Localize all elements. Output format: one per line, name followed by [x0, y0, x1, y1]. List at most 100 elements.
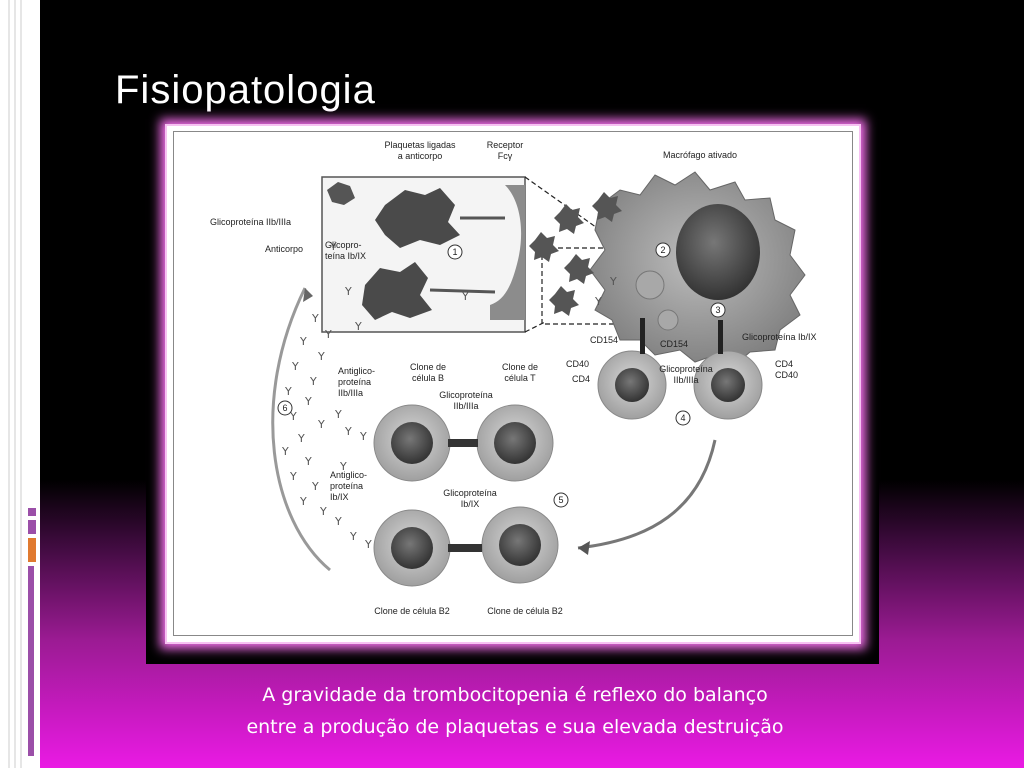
- label-glico-ibix-2: teína Ib/IX: [325, 251, 366, 261]
- label-clone-t-2: célula T: [504, 373, 536, 383]
- svg-text:Y: Y: [281, 445, 289, 458]
- slide-title: Fisiopatologia: [115, 68, 376, 112]
- label-plaquetas-ligadas: Plaquetas ligadas: [384, 140, 456, 150]
- svg-text:Y: Y: [289, 470, 297, 483]
- svg-text:Y: Y: [317, 418, 325, 431]
- svg-text:Y: Y: [289, 410, 297, 423]
- platelet-shape: [327, 182, 355, 205]
- label-clone-b: Clone de: [410, 362, 446, 372]
- svg-text:Y: Y: [311, 312, 319, 325]
- deco-bar-purple: [28, 520, 36, 534]
- svg-text:Y: Y: [284, 385, 292, 398]
- antibody-cluster: YYY YYY YYY YYY YYY YYY YYY YYY YYY YYY: [281, 240, 617, 551]
- receptor-membrane: [490, 185, 525, 320]
- label-glico-ibix-right: Glicoproteína Ib/IX: [742, 332, 817, 342]
- label-glico-iibiiia: Glicoproteína IIb/IIIa: [210, 217, 291, 227]
- phagosome: [635, 270, 665, 300]
- step-marker: [710, 302, 726, 318]
- label-cd154: CD154: [590, 335, 618, 345]
- cd154-link: [718, 320, 723, 354]
- label-glico-ibix: Glicopro-: [325, 240, 362, 250]
- label-cd40: CD40: [775, 370, 798, 380]
- step-marker: [655, 242, 671, 258]
- svg-text:Y: Y: [609, 275, 617, 288]
- t-cell-nucleus: [615, 368, 649, 402]
- svg-text:Y: Y: [324, 328, 332, 341]
- label-cd4: CD4: [775, 359, 793, 369]
- svg-text:Y: Y: [364, 538, 372, 551]
- step-number: 4: [680, 413, 685, 423]
- svg-text:Y: Y: [304, 395, 312, 408]
- t-cell-nucleus: [494, 422, 536, 464]
- label-antiglico-b-3: Ib/IX: [330, 492, 349, 502]
- platelet-shape: [375, 188, 460, 248]
- label-antiglico-a: Antiglico-: [338, 366, 375, 376]
- label-antiglico-a-2: proteína: [338, 377, 371, 387]
- label-clone-b2-right: Clone de célula B2: [487, 606, 563, 616]
- svg-text:Y: Y: [311, 480, 319, 493]
- svg-text:Y: Y: [334, 408, 342, 421]
- svg-text:Y: Y: [354, 320, 362, 333]
- deco-bar-orange: [28, 538, 36, 562]
- svg-text:Y: Y: [291, 360, 299, 373]
- label-clone-b2-left: Clone de célula B2: [374, 606, 450, 616]
- label-glico-iibiiia-cells: Glicoproteína: [439, 390, 493, 400]
- step-number: 6: [282, 403, 287, 413]
- label-clone-b-2: célula B: [412, 373, 444, 383]
- platelet-shape: [362, 262, 432, 320]
- margin-line: [20, 0, 22, 768]
- label-glico-ibix-cells: Glicoproteína: [443, 488, 497, 498]
- svg-text:Y: Y: [344, 285, 352, 298]
- svg-text:Y: Y: [297, 432, 305, 445]
- margin-line: [14, 0, 16, 768]
- step-marker: [675, 410, 691, 426]
- svg-text:Y: Y: [594, 295, 602, 308]
- caption-line-2: entre a produção de plaquetas e sua elev…: [246, 716, 784, 738]
- deco-bar-purple: [28, 508, 36, 516]
- synapse-link: [448, 544, 482, 552]
- label-clone-t: Clone de: [502, 362, 538, 372]
- step-number: 2: [660, 245, 665, 255]
- label-receptor: Receptor: [487, 140, 524, 150]
- platelet-group: [529, 192, 622, 316]
- label-glico-iibiiia-mid: Glicoproteína: [659, 364, 713, 374]
- deco-bar-purple-long: [28, 566, 34, 756]
- svg-text:Y: Y: [317, 350, 325, 363]
- step-marker: [447, 244, 463, 260]
- svg-text:Y: Y: [349, 530, 357, 543]
- cd154-link: [640, 318, 645, 354]
- label-cd40: CD40: [566, 359, 589, 369]
- step-markers: 1 2 3 4 5 6: [277, 242, 726, 508]
- phagosome: [657, 309, 679, 331]
- label-plaquetas-ligadas-2: a anticorpo: [398, 151, 443, 161]
- cycle-arrow-right: [577, 439, 717, 550]
- label-antiglico-a-3: IIb/IIIa: [338, 388, 363, 398]
- label-glico-iibiiia-mid-2: IIb/IIIa: [673, 375, 698, 385]
- svg-text:Y: Y: [334, 515, 342, 528]
- b2-cell-nucleus: [391, 527, 433, 569]
- synapse-link: [448, 439, 478, 447]
- svg-text:Y: Y: [309, 375, 317, 388]
- b2-cell-nucleus: [499, 524, 541, 566]
- b-cell-nucleus: [391, 422, 433, 464]
- svg-text:Y: Y: [329, 240, 337, 253]
- label-receptor-fc: Fcγ: [498, 151, 513, 161]
- label-glico-iibiiia-cells-2: IIb/IIIa: [453, 401, 478, 411]
- label-antiglico-b: Antiglico-: [330, 470, 367, 480]
- margin-line: [8, 0, 10, 768]
- svg-text:Y: Y: [339, 460, 347, 473]
- step-number: 3: [715, 305, 720, 315]
- label-glico-ibix-cells-2: Ib/IX: [461, 499, 480, 509]
- label-macrofago: Macrófago ativado: [663, 150, 737, 160]
- step-marker: [277, 400, 293, 416]
- caption-line-1: A gravidade da trombocitopenia é reflexo…: [262, 684, 768, 706]
- step-number: 5: [558, 495, 563, 505]
- svg-text:Y: Y: [319, 505, 327, 518]
- arrowhead: [578, 541, 590, 555]
- label-cd4: CD4: [572, 374, 590, 384]
- label-antiglico-b-2: proteína: [330, 481, 363, 491]
- svg-text:Y: Y: [359, 430, 367, 443]
- t-cell-nucleus: [711, 368, 745, 402]
- svg-text:Y: Y: [299, 335, 307, 348]
